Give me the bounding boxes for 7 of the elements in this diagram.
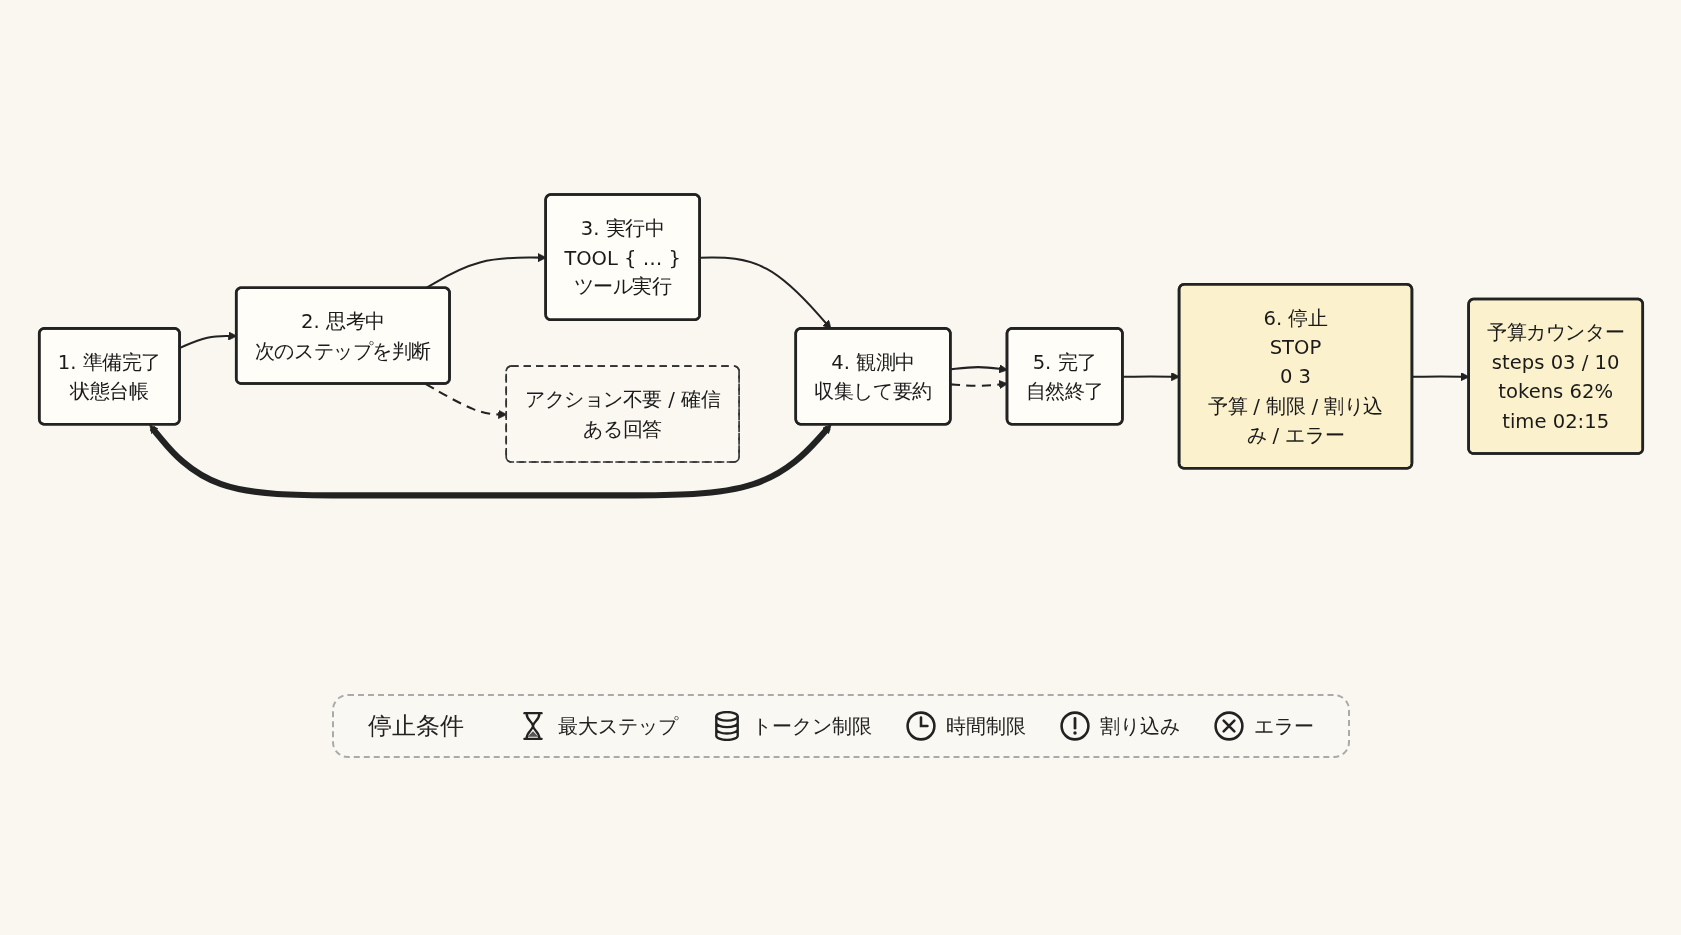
legend-title: 停止条件 [367,711,464,742]
legend-label: 時間制限 [945,712,1026,740]
legend-label: エラー [1253,712,1314,740]
arrow [148,424,831,499]
legend-label: 割り込み [1099,712,1180,740]
legend-label: トークン制限 [751,712,872,740]
legend-label: 最大ステップ [557,712,678,740]
